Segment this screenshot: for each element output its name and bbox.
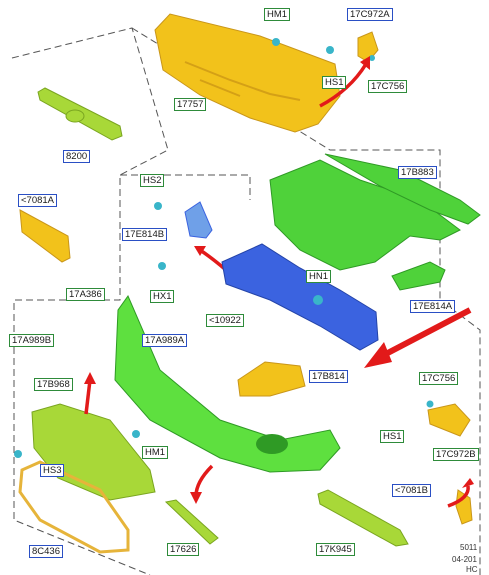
label-17c972a: 17C972A [347, 8, 393, 21]
red-arrow-lower-left-head [84, 372, 96, 384]
label-hm1-bottom: HM1 [142, 446, 169, 459]
label-hx1: HX1 [150, 290, 175, 303]
red-arrow-lower-right-head [462, 478, 474, 488]
label-17e814a: 17E814A [410, 300, 456, 313]
red-arrow-large [380, 307, 472, 359]
label-17c756-bottom: 17C756 [419, 372, 459, 385]
red-arrow-bottom-head [190, 492, 202, 504]
label-hs1-top: HS1 [322, 76, 347, 89]
label-17k945: 17K945 [316, 543, 355, 556]
label-hs1-bottom: HS1 [380, 430, 405, 443]
red-arrow-lower-left [84, 379, 92, 415]
label-8c436: 8C436 [29, 545, 63, 558]
hs2-bolt-part [154, 202, 162, 210]
label-17b968: 17B968 [34, 378, 73, 391]
label-17b883: 17B883 [398, 166, 437, 179]
right-lower-bracket-part [427, 403, 471, 437]
label-hs2: HS2 [140, 174, 165, 187]
green-absorber-lower [391, 261, 446, 291]
label-17a386: 17A386 [66, 288, 105, 301]
label-17a989b: 17A989B [9, 334, 55, 347]
label-17b814: 17B814 [309, 370, 348, 383]
hs3-bolt-part [14, 450, 22, 458]
label-17626: 17626 [167, 543, 200, 556]
label-10922: <10922 [206, 314, 244, 327]
lime-trim-emblem [65, 109, 85, 123]
hm1-bolt-part [272, 38, 280, 46]
upper-bumper-detail [184, 61, 301, 101]
blue-side-bracket-part [184, 201, 213, 239]
lower-spoiler-strip-part [164, 499, 219, 545]
label-8200: 8200 [63, 150, 91, 163]
top-clip-part-2 [369, 55, 375, 61]
left-yellow-bracket-part [19, 209, 71, 263]
corner-reference-line1: 5011 [460, 543, 478, 552]
lower-right-strip-part [317, 489, 409, 547]
red-arrow-mid [199, 248, 228, 272]
red-arrow-lower-right [447, 485, 470, 508]
label-17e814b: 17E814B [122, 228, 168, 241]
blue-reinforcement-beam-part [221, 243, 379, 351]
label-17757: 17757 [174, 98, 207, 111]
label-17c972b: 17C972B [433, 448, 479, 461]
green-absorber-part [269, 159, 461, 271]
red-arrow-bottom [194, 464, 214, 497]
red-arrow-top [319, 63, 368, 108]
red-arrow-mid-head [194, 246, 206, 256]
top-clip-part [326, 46, 334, 54]
hn1-nut-part [313, 295, 323, 305]
front-bumper-cover-part [114, 294, 341, 473]
hm1-lower-bolt-part [132, 430, 140, 438]
hx1-bolt-part [158, 262, 166, 270]
upper-bumper-cover-part [154, 13, 341, 133]
corner-reference-line3: HC [466, 565, 478, 574]
hs1-lower-bolt-part [426, 400, 434, 408]
corner-reference-line2: 04-201 [452, 555, 477, 564]
label-hm1: HM1 [264, 8, 291, 21]
label-hn1: HN1 [306, 270, 332, 283]
yellow-center-bracket-part [237, 361, 306, 397]
bumper-fog-opening [256, 434, 288, 454]
red-arrow-large-head [364, 342, 392, 368]
label-7081b: <7081B [392, 484, 432, 497]
label-17c756-top: 17C756 [368, 80, 408, 93]
red-arrow-top-head [360, 56, 370, 70]
label-hs3: HS3 [40, 464, 65, 477]
label-7081a: <7081A [18, 194, 58, 207]
label-17a989a: 17A989A [142, 334, 188, 347]
